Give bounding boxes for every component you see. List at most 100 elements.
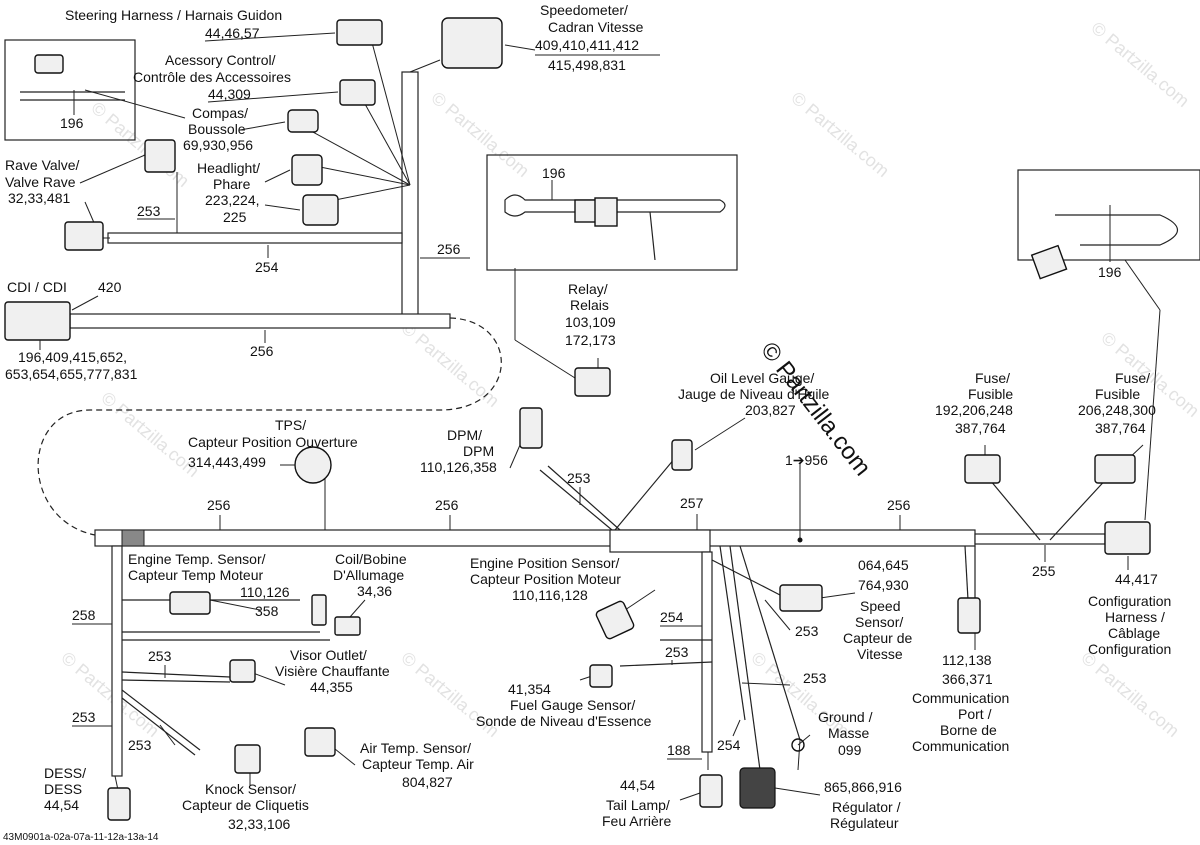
w256d: 256 xyxy=(435,497,459,513)
engine-position-label-2: Capteur Position Moteur xyxy=(470,571,621,587)
inset-3-number: 196 xyxy=(1098,264,1122,280)
air-temp-connector xyxy=(304,727,336,757)
relay-number-2: 172,173 xyxy=(565,332,616,348)
dess-label-1: DESS/ xyxy=(44,765,86,781)
w255: 255 xyxy=(1032,563,1056,579)
dess-number: 44,54 xyxy=(44,797,79,813)
fuse-2-number-2: 387,764 xyxy=(1095,420,1146,436)
tail-lamp-connector xyxy=(699,774,723,808)
engine-position-label-1: Engine Position Sensor/ xyxy=(470,555,620,571)
fuse-1-number-1: 192,206,248 xyxy=(935,402,1013,418)
ref-956: 1➔956 xyxy=(785,452,828,468)
speed-number-1: 064,645 xyxy=(858,557,909,573)
rave-label-2: Valve Rave xyxy=(5,174,76,190)
fuse-1-number-2: 387,764 xyxy=(955,420,1006,436)
speedometer-label-1: Speedometer/ xyxy=(540,2,628,18)
config-label-2: Harness / xyxy=(1105,609,1165,625)
watermark: © Partzilla.com xyxy=(787,88,893,181)
visor-connector xyxy=(229,659,256,683)
speed-sensor-connector xyxy=(779,584,823,612)
steering-label: Steering Harness / Harnais Guidon xyxy=(65,7,282,23)
relay-label-2: Relais xyxy=(570,297,609,313)
cdi-number-a: 420 xyxy=(98,279,122,295)
cdi-number-1: 196,409,415,652, xyxy=(18,349,127,365)
visor-number: 44,355 xyxy=(310,679,353,695)
relay-label-1: Relay/ xyxy=(568,281,608,297)
relay-connector xyxy=(574,367,611,397)
rave-number: 32,33,481 xyxy=(8,190,70,206)
w253e: 253 xyxy=(128,737,152,753)
engine-position-number: 110,116,128 xyxy=(512,587,588,603)
tps-number: 314,443,499 xyxy=(188,454,266,470)
comm-port-connector xyxy=(957,597,981,634)
w254a: 254 xyxy=(255,259,279,275)
watermark: © Partzilla.com xyxy=(1077,648,1183,741)
engine-position-connector xyxy=(595,600,635,640)
steering-connector xyxy=(336,19,383,46)
rave-connector-1 xyxy=(144,139,176,173)
coil-connector-1 xyxy=(311,594,327,626)
rave-label-1: Rave Valve/ xyxy=(5,157,80,173)
w253c: 253 xyxy=(148,648,172,664)
connectors xyxy=(4,17,1151,821)
regulator-connector xyxy=(739,767,776,809)
speedometer-label-2: Cadran Vitesse xyxy=(548,19,644,35)
dpm-connector xyxy=(519,407,543,449)
compass-number: 69,930,956 xyxy=(183,137,253,153)
tps-label-2: Capteur Position Ouverture xyxy=(188,434,358,450)
w253f: 253 xyxy=(795,623,819,639)
fuse-2-label-2: Fusible xyxy=(1095,386,1140,402)
ground-number: 099 xyxy=(838,742,862,758)
footer-code: 43M0901a-02a-07a-11-12a-13a-14 xyxy=(3,832,159,843)
oil-number: 203,827 xyxy=(745,402,796,418)
coil-number: 34,36 xyxy=(357,583,392,599)
accessory-label-2: Contrôle des Accessoires xyxy=(133,69,291,85)
fuel-label-2: Sonde de Niveau d'Essence xyxy=(476,713,652,729)
w253h: 253 xyxy=(803,670,827,686)
config-label-4: Configuration xyxy=(1088,641,1171,657)
w253a: 253 xyxy=(137,203,161,219)
w256b: 256 xyxy=(250,343,274,359)
speedometer-connector xyxy=(441,17,503,69)
w257: 257 xyxy=(680,495,704,511)
coil-connector-2 xyxy=(334,616,361,636)
engine-temp-number-2: 358 xyxy=(255,603,279,619)
w256c: 256 xyxy=(207,497,231,513)
speed-label-1: Speed xyxy=(860,598,900,614)
speed-label-3: Capteur de xyxy=(843,630,912,646)
headlight-label-1: Headlight/ xyxy=(197,160,260,176)
watermark: © Partzilla.com xyxy=(427,88,533,181)
watermark: © Partzilla.com xyxy=(1087,18,1193,111)
w253d: 253 xyxy=(72,709,96,725)
inset-2-number: 196 xyxy=(542,165,566,181)
headlight-label-2: Phare xyxy=(213,176,251,192)
dess-label-2: DESS xyxy=(44,781,82,797)
tail-number: 44,54 xyxy=(620,777,655,793)
main-harness xyxy=(37,71,1111,777)
engine-temp-label-2: Capteur Temp Moteur xyxy=(128,567,263,583)
air-temp-number: 804,827 xyxy=(402,774,453,790)
comm-label-4: Communication xyxy=(912,738,1009,754)
dpm-number: 110,126,358 xyxy=(420,459,497,475)
engine-temp-connector xyxy=(169,591,211,615)
speedometer-number-1: 409,410,411,412 xyxy=(535,37,639,53)
tps-label-1: TPS/ xyxy=(275,417,306,433)
fuse-2-connector xyxy=(1094,454,1136,484)
fuel-number: 41,354 xyxy=(508,681,551,697)
headlight-number-1: 223,224, xyxy=(205,192,260,208)
fuse-2-number-1: 206,248,300 xyxy=(1078,402,1156,418)
config-label-1: Configuration xyxy=(1088,593,1171,609)
air-temp-label-2: Capteur Temp. Air xyxy=(362,756,474,772)
regulator-number: 865,866,916 xyxy=(824,779,902,795)
knock-label-1: Knock Sensor/ xyxy=(205,781,296,797)
fuse-1-connector xyxy=(964,454,1001,484)
rave-connector-2 xyxy=(64,221,104,251)
visor-label-2: Visière Chauffante xyxy=(275,663,390,679)
compass-connector xyxy=(287,109,319,133)
cdi-number-2: 653,654,655,777,831 xyxy=(5,366,138,382)
w188: 188 xyxy=(667,742,691,758)
w258: 258 xyxy=(72,607,96,623)
config-label-3: Câblage xyxy=(1108,625,1160,641)
knock-label-2: Capteur de Cliquetis xyxy=(182,797,309,813)
w256e: 256 xyxy=(887,497,911,513)
